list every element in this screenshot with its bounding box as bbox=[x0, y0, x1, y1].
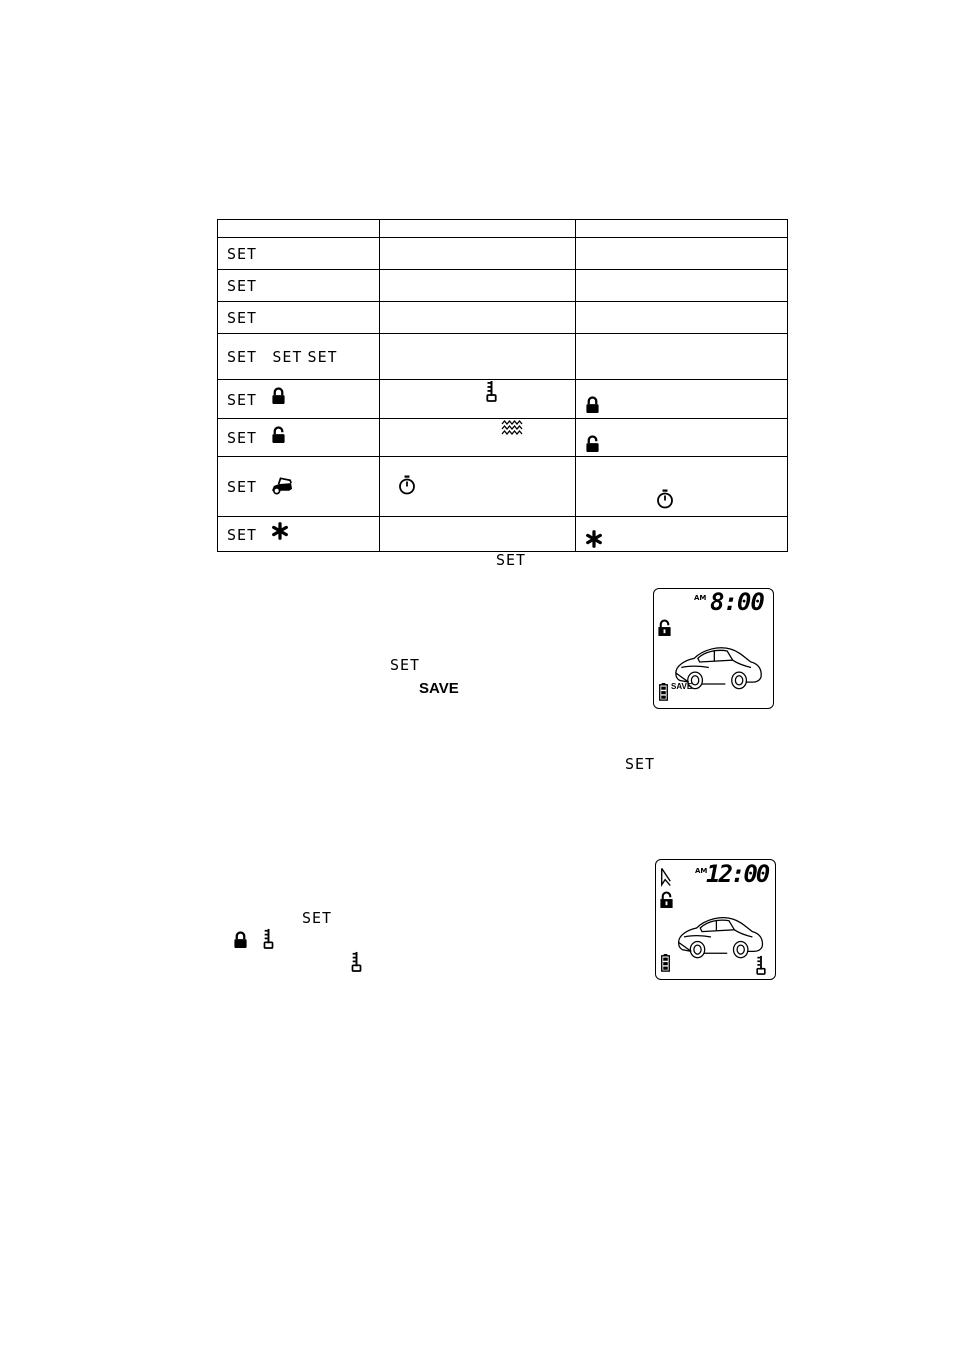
table-row: SET bbox=[217, 237, 789, 270]
table-cell bbox=[574, 269, 789, 302]
table-cell bbox=[574, 456, 789, 517]
set-label: SET bbox=[227, 429, 258, 447]
key-icon bbox=[263, 928, 274, 949]
table-row: SET bbox=[217, 456, 789, 517]
table-cell bbox=[574, 333, 789, 380]
set-label: SET bbox=[227, 390, 258, 409]
table-cell: SET bbox=[217, 269, 380, 302]
table-row: SET bbox=[217, 379, 789, 419]
set-label: SET bbox=[227, 525, 258, 544]
set-label: SET bbox=[307, 348, 338, 366]
am-indicator: AM bbox=[695, 867, 708, 875]
table-cell bbox=[574, 379, 789, 419]
key-icon bbox=[351, 951, 362, 972]
table-cell bbox=[574, 237, 789, 270]
table-row: SET bbox=[217, 269, 789, 302]
set-label: SET bbox=[227, 245, 258, 263]
function-table: SET SET SET SET SET SET SET SE bbox=[217, 219, 789, 552]
set-label: SET bbox=[390, 656, 421, 674]
set-label: SET bbox=[302, 909, 333, 927]
table-cell: SET SET SET bbox=[217, 333, 380, 380]
lcd-display: AM 12:00 bbox=[655, 859, 776, 980]
lcd-save-label: SAVE bbox=[671, 682, 693, 691]
save-label: SAVE bbox=[419, 680, 459, 697]
lcd-time: 8:00 bbox=[710, 588, 765, 616]
set-label: SET bbox=[227, 309, 258, 327]
lock-closed-icon bbox=[233, 931, 248, 949]
key-icon bbox=[486, 380, 497, 402]
table-cell: SET bbox=[217, 237, 380, 270]
table-cell bbox=[378, 237, 576, 270]
table-cell: SET bbox=[217, 379, 380, 419]
table-cell bbox=[378, 456, 576, 517]
table-cell: SET bbox=[217, 301, 380, 334]
lock-open-icon bbox=[659, 891, 674, 909]
set-label: SET bbox=[272, 348, 303, 366]
car-icon bbox=[675, 910, 765, 964]
lock-closed-icon bbox=[271, 387, 286, 405]
antenna-icon bbox=[660, 867, 672, 887]
table-cell: SET bbox=[217, 418, 380, 457]
key-icon bbox=[756, 955, 766, 975]
table-cell bbox=[378, 301, 576, 334]
table-cell bbox=[574, 516, 789, 552]
battery-icon bbox=[659, 682, 668, 702]
asterisk-icon bbox=[585, 530, 603, 548]
table-cell: SET bbox=[217, 456, 380, 517]
set-label: SET bbox=[625, 755, 656, 773]
table-row: SET bbox=[217, 301, 789, 334]
table-cell bbox=[378, 379, 576, 419]
set-label: SET bbox=[496, 551, 527, 569]
asterisk-icon bbox=[271, 522, 289, 540]
lock-open-icon bbox=[657, 619, 672, 637]
table-cell bbox=[378, 333, 576, 380]
car-trunk-icon bbox=[270, 477, 293, 495]
table-row: SET bbox=[217, 418, 789, 457]
am-indicator: AM bbox=[694, 594, 707, 602]
table-cell bbox=[217, 219, 380, 238]
set-label: SET bbox=[227, 348, 258, 366]
table-row: SET SET SET bbox=[217, 333, 789, 380]
table-cell bbox=[574, 301, 789, 334]
table-cell bbox=[378, 516, 576, 552]
set-label: SET bbox=[227, 277, 258, 295]
set-label: SET bbox=[227, 478, 258, 496]
battery-icon bbox=[661, 953, 670, 973]
table-row: SET bbox=[217, 516, 789, 552]
table-cell: SET bbox=[217, 516, 380, 552]
lcd-time: 12:00 bbox=[706, 860, 770, 888]
table-cell bbox=[378, 269, 576, 302]
table-cell bbox=[574, 219, 789, 238]
table-cell bbox=[378, 219, 576, 238]
table-cell bbox=[574, 418, 789, 457]
lock-closed-icon bbox=[585, 396, 600, 414]
table-header-row bbox=[217, 219, 789, 238]
lcd-display: AM 8:00 SAVE bbox=[653, 588, 774, 709]
lock-open-icon bbox=[271, 426, 286, 444]
lock-open-icon bbox=[585, 435, 600, 453]
stopwatch-icon bbox=[398, 475, 416, 495]
wave-icon bbox=[501, 420, 523, 438]
table-cell bbox=[378, 418, 576, 457]
stopwatch-icon bbox=[656, 489, 674, 509]
